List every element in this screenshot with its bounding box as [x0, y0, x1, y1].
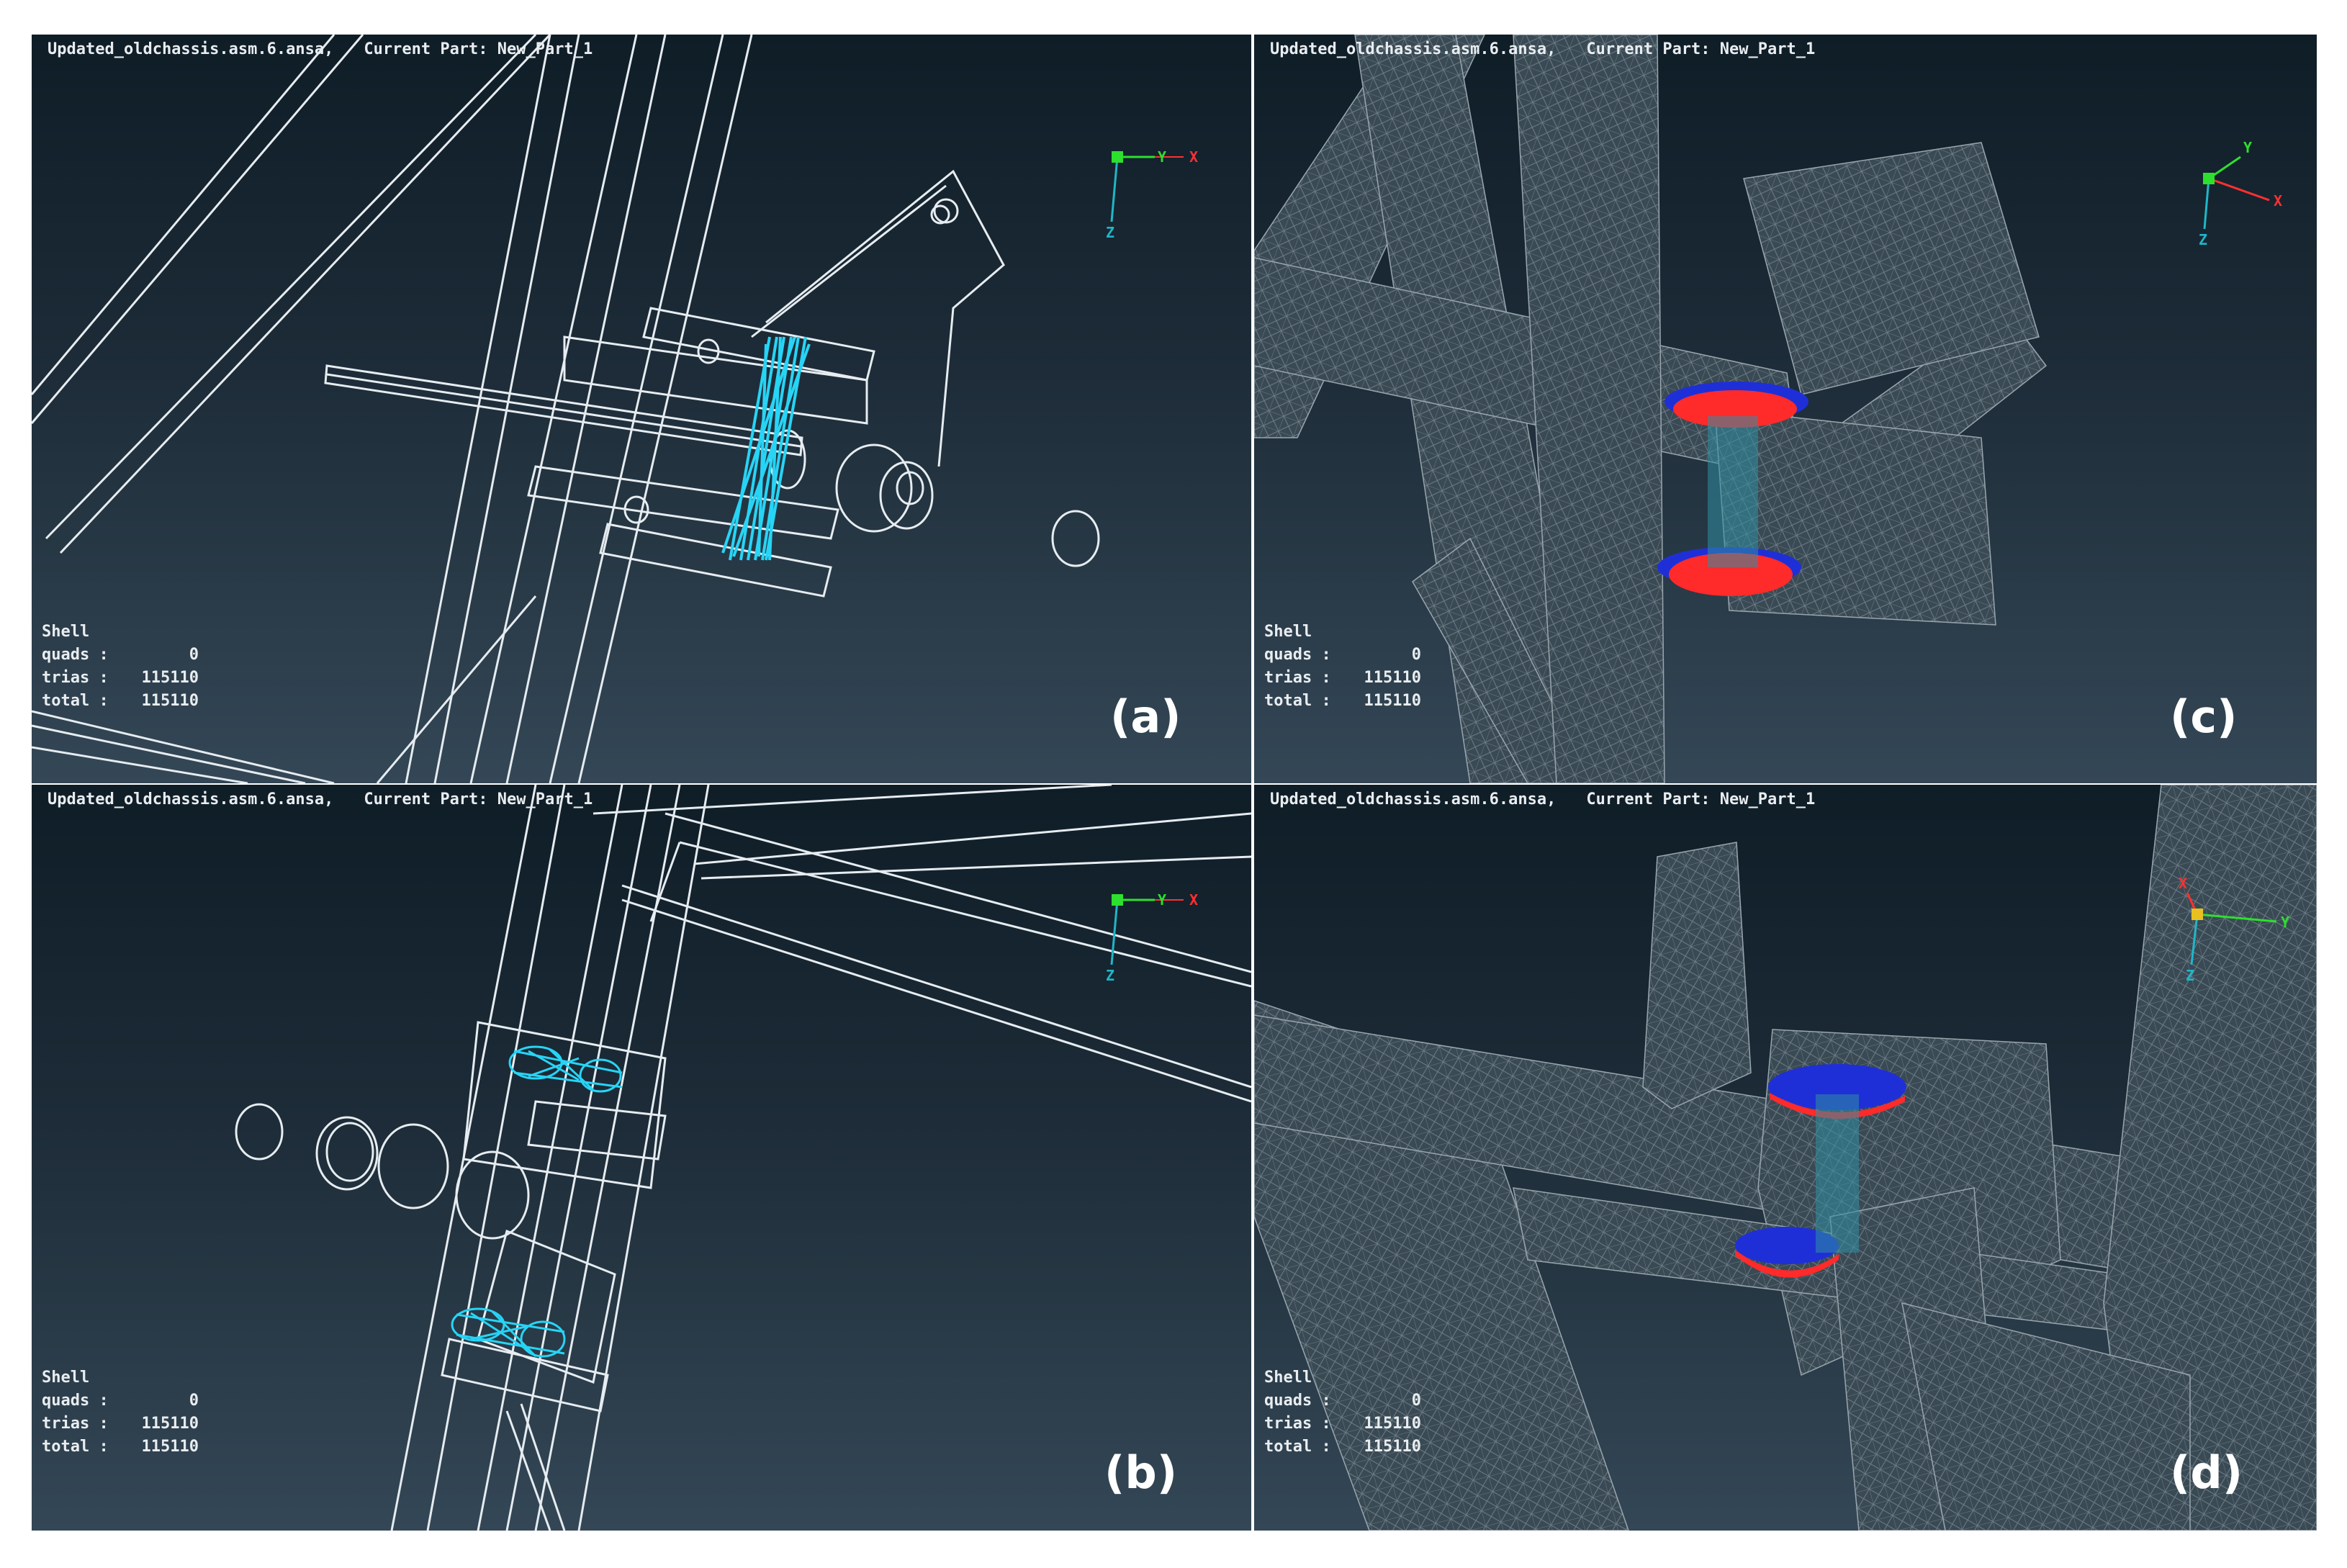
- viewport-header: Updated_oldchassis.asm.6.ansa, Current Pa…: [48, 40, 593, 58]
- axis-triad-icon: Y X Z: [1106, 148, 1198, 241]
- chassis-mesh: [1254, 785, 2317, 1531]
- viewport-header: Updated_oldchassis.asm.6.ansa, Current Pa…: [1270, 40, 1815, 58]
- chassis-mesh: [1254, 35, 2048, 783]
- axis-x-label: X: [1189, 148, 1198, 166]
- stats-row: trias :115110: [1264, 1415, 1421, 1433]
- mesh-stats: Shell quads :0 trias :115110 total :1151…: [1264, 1366, 1421, 1459]
- mesh-scene: [1254, 785, 2317, 1531]
- panel-label: (b): [1104, 1446, 1178, 1499]
- axis-x-label: X: [2179, 875, 2187, 892]
- file-name: Updated_oldchassis.asm.6.ansa,: [48, 40, 334, 58]
- stats-row: total :115110: [42, 692, 199, 710]
- stats-row: quads :0: [42, 1392, 199, 1410]
- wireframe-scene: [32, 35, 1100, 783]
- axis-z-label: Z: [2186, 967, 2194, 984]
- file-name: Updated_oldchassis.asm.6.ansa,: [1270, 790, 1557, 808]
- bolt-connector-upper: [508, 1045, 623, 1093]
- stats-row: total :115110: [42, 1438, 199, 1456]
- axis-y-label: Y: [1158, 891, 1166, 909]
- panel-label: (d): [2170, 1446, 2243, 1499]
- stats-title: Shell: [1264, 623, 1312, 641]
- mesh-stats: Shell quads :0 trias :115110 total :1151…: [1264, 621, 1421, 713]
- axis-y-label: Y: [2281, 914, 2289, 931]
- stats-row: quads :0: [1264, 646, 1421, 664]
- mesh-scene: [1254, 35, 2048, 783]
- viewport-panel-a[interactable]: Updated_oldchassis.asm.6.ansa, Current Pa…: [32, 35, 1251, 783]
- bolt-connector-lower: [451, 1307, 566, 1358]
- current-part: Current Part: New_Part_1: [1586, 790, 1816, 808]
- viewport-header: Updated_oldchassis.asm.6.ansa, Current Pa…: [48, 790, 593, 808]
- stats-row: trias :115110: [42, 669, 199, 687]
- bolt-contact-upper: [1768, 1064, 1906, 1119]
- wireframe-scene: [235, 785, 1251, 1531]
- stats-row: trias :115110: [1264, 669, 1421, 687]
- axis-x-label: X: [2274, 192, 2282, 209]
- bolt-shank: [1816, 1094, 1859, 1253]
- stats-row: total :115110: [1264, 1438, 1421, 1456]
- bolt-contact-lower: [1735, 1227, 1839, 1278]
- axis-triad-icon: Y X Z: [2199, 139, 2282, 248]
- file-name: Updated_oldchassis.asm.6.ansa,: [48, 790, 334, 808]
- viewport-header: Updated_oldchassis.asm.6.ansa, Current Pa…: [1270, 790, 1815, 808]
- axis-triad-icon: Y X Z: [1106, 891, 1198, 984]
- chassis-wireframe: [32, 35, 1100, 783]
- stats-title: Shell: [42, 623, 90, 641]
- stats-title: Shell: [1264, 1369, 1312, 1387]
- mesh-stats: Shell quads :0 trias :115110 total :1151…: [42, 621, 199, 713]
- panel-label: (c): [2170, 690, 2238, 743]
- axis-y-label: Y: [2243, 139, 2252, 156]
- axis-z-label: Z: [1106, 224, 1114, 241]
- axis-z-label: Z: [2199, 231, 2207, 248]
- bolt-contact-upper: [1664, 382, 1808, 428]
- mesh-stats: Shell quads :0 trias :115110 total :1151…: [42, 1366, 199, 1459]
- panel-label: (a): [1110, 690, 1181, 743]
- stats-row: total :115110: [1264, 692, 1421, 710]
- current-part: Current Part: New_Part_1: [364, 40, 593, 58]
- stats-row: quads :0: [1264, 1392, 1421, 1410]
- file-name: Updated_oldchassis.asm.6.ansa,: [1270, 40, 1557, 58]
- axis-triad-icon: X Y Z: [2179, 875, 2289, 984]
- current-part: Current Part: New_Part_1: [364, 790, 593, 808]
- chassis-wireframe: [235, 785, 1251, 1531]
- axis-x-label: X: [1189, 891, 1198, 909]
- viewport-panel-c[interactable]: Updated_oldchassis.asm.6.ansa, Current Pa…: [1254, 35, 2317, 783]
- current-part: Current Part: New_Part_1: [1586, 40, 1816, 58]
- axis-y-label: Y: [1158, 148, 1166, 166]
- axis-z-label: Z: [1106, 967, 1114, 984]
- viewport-panel-d[interactable]: Updated_oldchassis.asm.6.ansa, Current Pa…: [1254, 785, 2317, 1531]
- bolt-shank: [1708, 416, 1758, 567]
- stats-row: quads :0: [42, 646, 199, 664]
- viewport-panel-b[interactable]: Updated_oldchassis.asm.6.ansa, Current Pa…: [32, 785, 1251, 1531]
- stats-title: Shell: [42, 1369, 90, 1387]
- bolt-connector-beams: [721, 336, 811, 561]
- stats-row: trias :115110: [42, 1415, 199, 1433]
